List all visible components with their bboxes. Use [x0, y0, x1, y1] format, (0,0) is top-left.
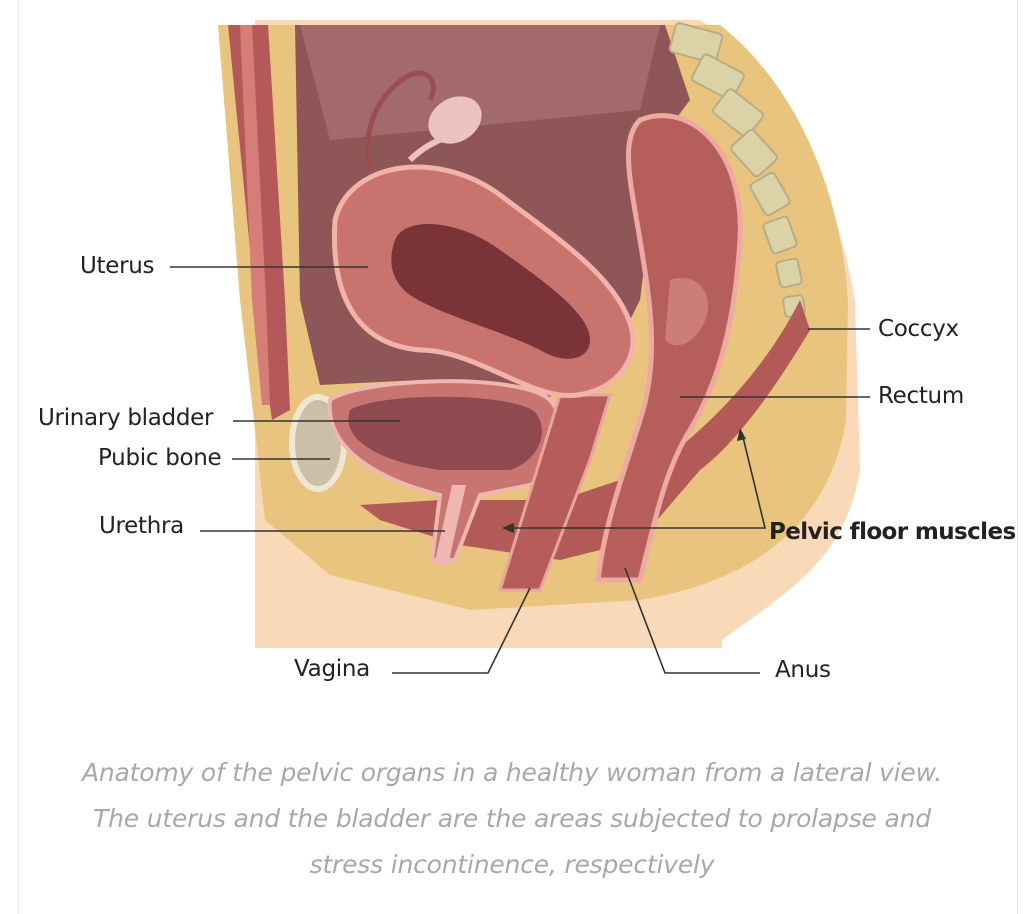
rectum-highlight — [665, 278, 709, 346]
label-urinary-bladder: Urinary bladder — [38, 405, 214, 431]
uterus-cavity — [391, 223, 590, 359]
caption-line-2: The uterus and the bladder are the areas… — [93, 804, 931, 833]
label-anus: Anus — [775, 657, 831, 683]
label-rectum: Rectum — [878, 383, 964, 409]
ovary-shape — [428, 96, 482, 144]
label-vagina: Vagina — [294, 656, 370, 682]
cavity-upper-shade — [300, 25, 660, 140]
pelvic-floor-muscle-band — [360, 300, 810, 560]
urethra-shape — [434, 485, 466, 565]
leader-lines — [170, 266, 870, 674]
caption-line-1: Anatomy of the pelvic organs in a health… — [82, 758, 942, 787]
figure-caption: Anatomy of the pelvic organs in a health… — [30, 750, 994, 888]
label-uterus: Uterus — [80, 253, 155, 279]
ovarian-ligament — [407, 132, 452, 163]
label-pelvic-floor-muscles: Pelvic floor muscles — [769, 519, 1016, 545]
vagina-shape — [497, 393, 613, 592]
pelvic-floor-arrowheads — [502, 428, 746, 533]
sacrum-vertebrae — [668, 22, 806, 318]
pelvic-anatomy-illustration — [170, 20, 870, 674]
rectum-shape — [595, 113, 743, 583]
label-pubic-bone: Pubic bone — [98, 445, 222, 471]
abdominal-wall-highlight — [240, 25, 270, 405]
bladder-lumen — [348, 396, 542, 470]
caption-line-3: stress incontinence, respectively — [309, 850, 715, 879]
label-urethra: Urethra — [99, 513, 184, 539]
label-coccyx: Coccyx — [878, 316, 959, 342]
fallopian-tube — [364, 70, 436, 171]
